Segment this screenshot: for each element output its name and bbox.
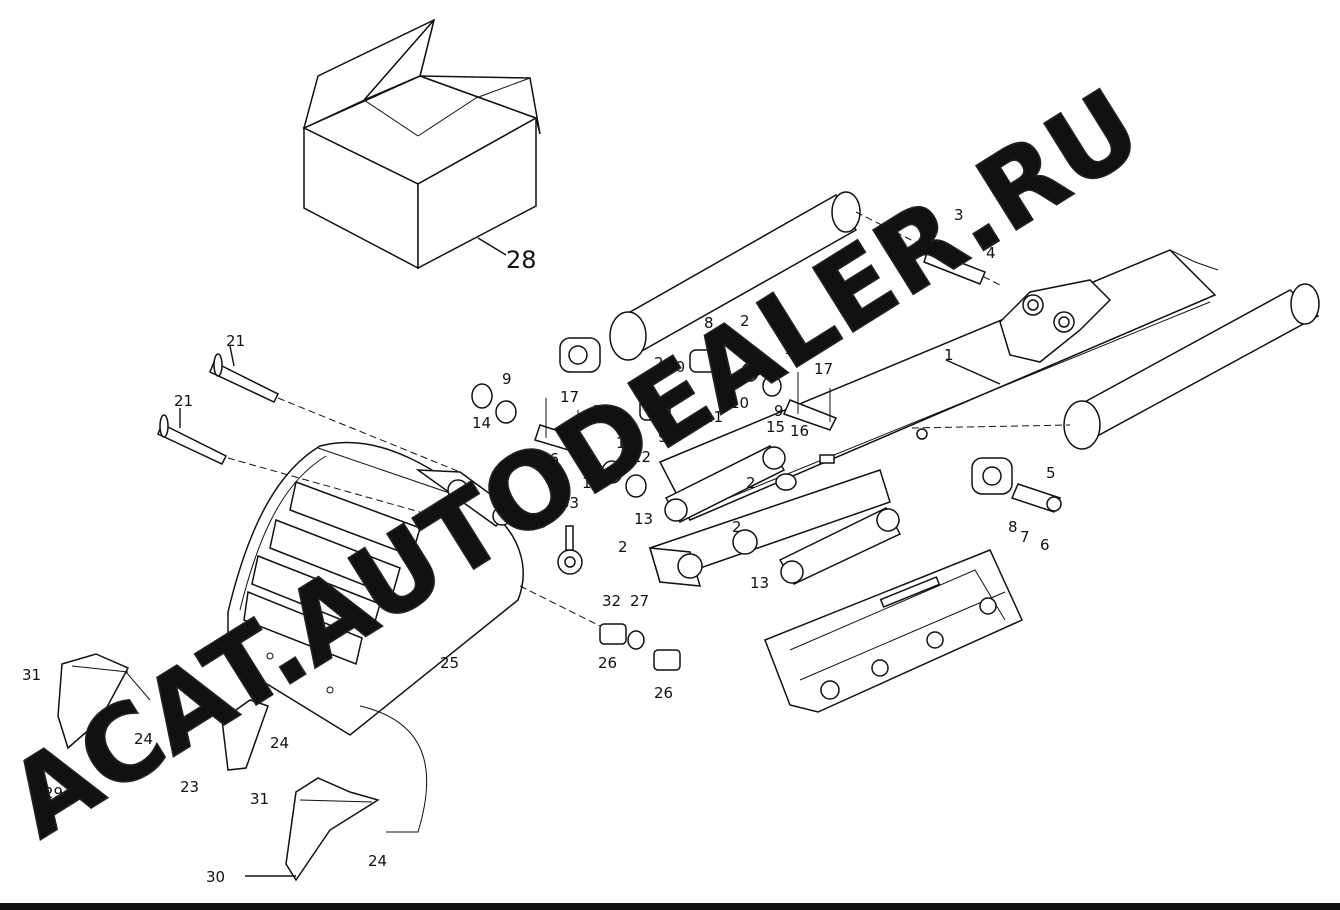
callout-24b: 24 xyxy=(270,734,289,752)
callout-16a: 16 xyxy=(540,450,559,468)
callout-26b: 26 xyxy=(654,684,673,702)
callout-13a: 13 xyxy=(634,510,653,528)
callout-9b: 9 xyxy=(658,428,668,446)
callouts: 28 1 3 4 5 8 7 6 21 21 9 14 17 15 16 11 … xyxy=(22,206,1056,886)
side-plate xyxy=(764,549,1023,713)
callout-16b: 16 xyxy=(790,422,809,440)
callout-6: 6 xyxy=(1040,536,1050,554)
bottom-frame-bar xyxy=(0,903,1340,910)
callout-3: 3 xyxy=(954,206,964,224)
callout-20: 20 xyxy=(528,514,547,532)
callout-24c: 24 xyxy=(368,852,387,870)
teeth xyxy=(57,653,428,882)
callout-10b: 10 xyxy=(730,394,749,412)
callout-14a: 14 xyxy=(472,414,491,432)
callout-2c: 2 xyxy=(746,474,756,492)
callout-10a: 10 xyxy=(666,358,685,376)
callout-9c: 9 xyxy=(774,402,784,420)
callout-19: 19 xyxy=(784,340,803,358)
callout-5: 5 xyxy=(1046,464,1056,482)
callout-2d: 2 xyxy=(618,538,628,556)
callout-24a: 24 xyxy=(134,730,153,748)
upper-cylinder xyxy=(559,191,1001,373)
callout-28: 28 xyxy=(506,246,537,274)
leader-lines xyxy=(179,237,1001,877)
callout-2a: 2 xyxy=(654,354,664,372)
part-4-pin xyxy=(923,216,986,285)
callout-7: 7 xyxy=(1020,528,1030,546)
callout-18: 18 xyxy=(616,434,635,452)
callout-21a: 21 xyxy=(226,332,245,350)
callout-14b: 14 xyxy=(582,474,601,492)
callout-29: 29 xyxy=(44,784,63,802)
callout-8b: 8 xyxy=(704,314,714,332)
callout-11b: 11 xyxy=(704,408,723,426)
callout-33: 33 xyxy=(560,494,579,512)
callout-31a: 31 xyxy=(22,666,41,684)
callout-13b: 13 xyxy=(750,574,769,592)
part-28-box xyxy=(302,18,541,270)
callout-32: 32 xyxy=(602,592,621,610)
callout-15b: 15 xyxy=(766,418,785,436)
callout-2e: 2 xyxy=(732,518,742,536)
callout-23: 23 xyxy=(180,778,199,796)
part-5-pin xyxy=(1010,483,1062,513)
callout-2b: 2 xyxy=(740,312,750,330)
callout-8a: 8 xyxy=(1008,518,1018,536)
pin-bushing-group xyxy=(157,349,928,671)
callout-4: 4 xyxy=(986,244,996,262)
callout-1: 1 xyxy=(944,346,954,364)
callout-17b: 17 xyxy=(814,360,833,378)
callout-11a: 11 xyxy=(592,402,611,420)
part-1-arm xyxy=(658,249,1219,521)
callout-25: 25 xyxy=(440,654,459,672)
callout-31b: 31 xyxy=(250,790,269,808)
callout-15a: 15 xyxy=(514,448,533,466)
callout-21b: 21 xyxy=(174,392,193,410)
callout-26a: 26 xyxy=(598,654,617,672)
part-13-links xyxy=(664,445,902,585)
callout-17a: 17 xyxy=(560,388,579,406)
callout-9a: 9 xyxy=(502,370,512,388)
callout-12: 12 xyxy=(632,448,651,466)
part-25-bucket xyxy=(227,397,601,736)
lower-cylinder xyxy=(911,283,1320,495)
h-link xyxy=(648,469,891,587)
callout-27: 27 xyxy=(630,592,649,610)
callout-22: 22 xyxy=(216,704,235,722)
callout-30: 30 xyxy=(206,868,225,886)
